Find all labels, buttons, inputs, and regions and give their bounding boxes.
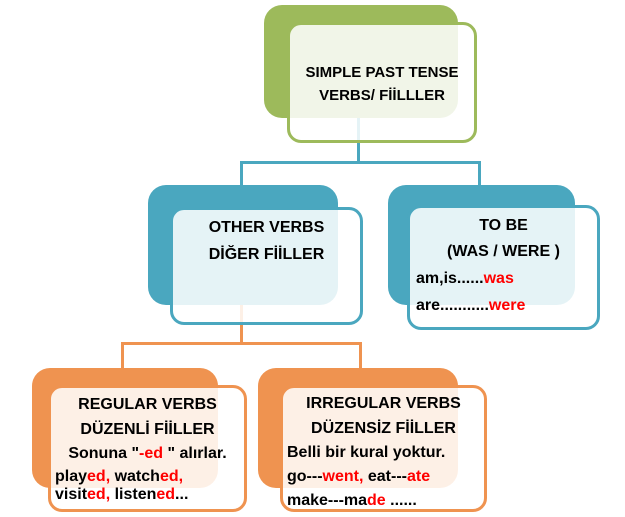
example-answer-red: were <box>488 297 526 314</box>
connector-drop-to-be <box>478 161 481 191</box>
connector-drop-regular <box>121 342 124 372</box>
connector-level2-crossbar <box>121 342 362 345</box>
verb-suffix-red: ed, <box>159 468 184 485</box>
verb-past-red: went, <box>322 468 364 485</box>
regular-verbs-node: REGULAR VERBS DÜZENLİ FİİLLER Sonuna "-e… <box>48 385 247 512</box>
verb-stem: listen <box>110 486 157 503</box>
other-verbs-title-line1: OTHER VERBS <box>208 219 325 236</box>
verb-stem: play <box>55 468 88 485</box>
root-title-line2: VERBS/ FİİLLLER <box>319 87 445 104</box>
connector-drop-irregular <box>359 342 362 372</box>
irregular-verbs-examples-line2: make---made ...... <box>283 489 484 513</box>
to-be-title-line1: TO BE <box>479 217 528 234</box>
rule-text: Sonuna " <box>68 445 140 462</box>
verb-stem: eat--- <box>363 468 407 485</box>
verb-stem: make---ma <box>287 492 368 509</box>
example-answer-red: was <box>483 270 514 287</box>
example-text: are........... <box>416 297 489 314</box>
regular-verbs-title-line1: REGULAR VERBS <box>78 396 217 413</box>
to-be-node: TO BE (WAS / WERE ) am,is......was are..… <box>407 205 600 330</box>
regular-verbs-rule: Sonuna "-ed " alırlar. <box>51 442 244 465</box>
root-title-line1: SIMPLE PAST TENSE <box>305 64 459 81</box>
verb-suffix-red: ed, <box>87 486 111 503</box>
regular-verbs-examples-line2: visited, listened... <box>51 486 244 504</box>
other-verbs-title-line2: DİĞER FİİLLER <box>208 246 325 263</box>
rule-suffix-red: -ed <box>139 445 164 462</box>
irregular-verbs-title-line2: DÜZENSİZ FİİLLER <box>311 420 456 437</box>
to-be-example-was: am,is......was <box>410 265 597 292</box>
verb-past-red: ate <box>406 468 431 485</box>
ellipsis-text: ...... <box>385 492 417 509</box>
verb-suffix-red: ed <box>156 486 176 503</box>
regular-verbs-examples-line1: played, watched, <box>51 468 244 486</box>
verb-suffix-red: ed, <box>87 468 111 485</box>
verb-past-red: de <box>367 492 386 509</box>
other-verbs-node: OTHER VERBS DİĞER FİİLLER <box>170 207 363 325</box>
connector-level1-crossbar <box>240 161 481 164</box>
irregular-verbs-title-line1: IRREGULAR VERBS <box>306 395 461 412</box>
verb-stem: go--- <box>287 468 323 485</box>
example-text: am,is...... <box>416 270 484 287</box>
verb-stem: watch <box>110 468 160 485</box>
to-be-example-were: are...........were <box>410 292 597 319</box>
irregular-verbs-rule: Belli bir kural yoktur. <box>287 444 446 461</box>
irregular-verbs-node: IRREGULAR VERBS DÜZENSİZ FİİLLER Belli b… <box>280 385 487 512</box>
root-node: SIMPLE PAST TENSE VERBS/ FİİLLLER <box>287 22 477 143</box>
regular-verbs-title-line2: DÜZENLİ FİİLLER <box>80 421 215 438</box>
ellipsis-text: ... <box>175 486 189 503</box>
connector-drop-other-verbs <box>240 161 243 191</box>
irregular-verbs-examples-line1: go---went, eat---ate <box>283 465 484 489</box>
to-be-title-line2: (WAS / WERE ) <box>447 243 560 260</box>
verb-stem: visit <box>55 486 88 503</box>
rule-text: " alırlar. <box>163 445 227 462</box>
